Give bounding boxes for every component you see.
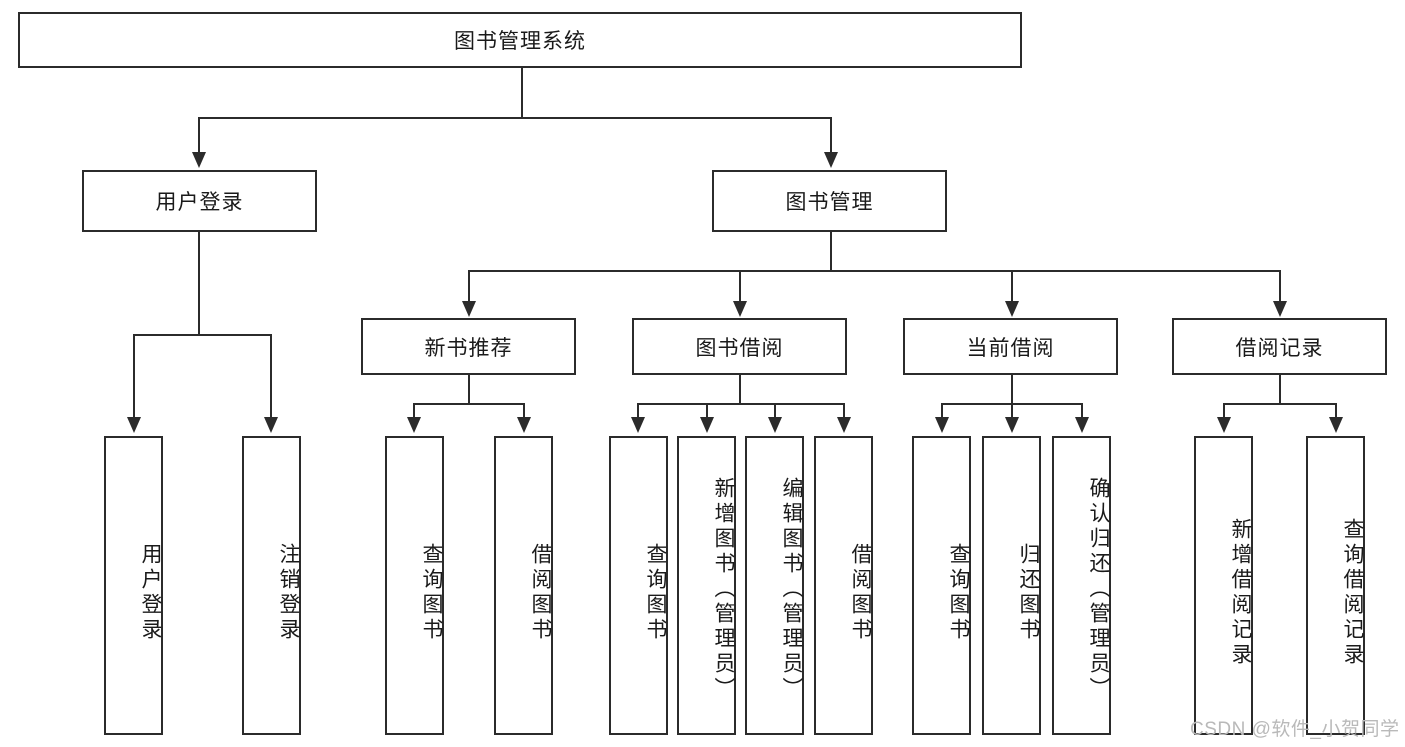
edge-borrow-leaf2 xyxy=(706,403,708,419)
leaf-recommend-query-book[interactable]: 查询图书 xyxy=(385,436,444,735)
node-book-management[interactable]: 图书管理 xyxy=(712,170,947,232)
arrow-record-leaf1 xyxy=(1217,417,1231,433)
edge-book-mgmt-c4 xyxy=(1279,270,1281,303)
leaf-borrow-query-book[interactable]: 查询图书 xyxy=(609,436,668,735)
edge-recommend-stem xyxy=(468,375,470,404)
arrow-borrow-leaf1 xyxy=(631,417,645,433)
edge-current-leaf2 xyxy=(1011,403,1013,419)
edge-borrow-stem xyxy=(739,375,741,404)
edge-record-leaf1 xyxy=(1223,403,1225,419)
edge-current-leaf3 xyxy=(1081,403,1083,419)
node-book-borrow[interactable]: 图书借阅 xyxy=(632,318,847,375)
edge-root-stem xyxy=(521,68,523,118)
leaf-current-return-book[interactable]: 归还图书 xyxy=(982,436,1041,735)
arrow-borrow-leaf2 xyxy=(700,417,714,433)
edge-book-mgmt-stem xyxy=(830,232,832,272)
edge-root-bus xyxy=(198,117,832,119)
arrow-book-mgmt-c3 xyxy=(1005,301,1019,317)
arrow-book-mgmt-c1 xyxy=(462,301,476,317)
leaf-current-query-book[interactable]: 查询图书 xyxy=(912,436,971,735)
arrow-current-leaf2 xyxy=(1005,417,1019,433)
edge-user-login-bus xyxy=(133,334,270,336)
arrow-recommend-leaf2 xyxy=(517,417,531,433)
edge-user-login-leaf2 xyxy=(270,334,272,419)
edge-record-stem xyxy=(1279,375,1281,404)
leaf-record-add-record[interactable]: 新增借阅记录 xyxy=(1194,436,1253,735)
edge-current-stem xyxy=(1011,375,1013,404)
csdn-watermark: CSDN @软件_小贺同学 xyxy=(1190,719,1400,740)
leaf-recommend-borrow-book[interactable]: 借阅图书 xyxy=(494,436,553,735)
edge-root-to-user-login xyxy=(198,117,200,154)
arrow-book-mgmt-c4 xyxy=(1273,301,1287,317)
node-new-book-recommend[interactable]: 新书推荐 xyxy=(361,318,576,375)
arrow-borrow-leaf4 xyxy=(837,417,851,433)
edge-book-mgmt-c3 xyxy=(1011,270,1013,303)
arrow-record-leaf2 xyxy=(1329,417,1343,433)
edge-borrow-bus xyxy=(637,403,845,405)
leaf-borrow-borrow-book[interactable]: 借阅图书 xyxy=(814,436,873,735)
arrow-book-mgmt-c2 xyxy=(733,301,747,317)
leaf-record-query-record[interactable]: 查询借阅记录 xyxy=(1306,436,1365,735)
edge-current-leaf1 xyxy=(941,403,943,419)
leaf-user-login-login[interactable]: 用户登录 xyxy=(104,436,163,735)
node-borrow-record[interactable]: 借阅记录 xyxy=(1172,318,1387,375)
node-root-system[interactable]: 图书管理系统 xyxy=(18,12,1022,68)
edge-recommend-leaf1 xyxy=(413,403,415,419)
leaf-borrow-edit-book-admin[interactable]: 编辑图书（管理员） xyxy=(745,436,804,735)
arrow-user-login-leaf1 xyxy=(127,417,141,433)
leaf-current-confirm-return-admin[interactable]: 确认归还（管理员） xyxy=(1052,436,1111,735)
edge-record-leaf2 xyxy=(1335,403,1337,419)
edge-user-login-leaf1 xyxy=(133,334,135,419)
arrow-to-book-mgmt xyxy=(824,152,838,168)
node-current-borrow[interactable]: 当前借阅 xyxy=(903,318,1118,375)
arrow-to-user-login xyxy=(192,152,206,168)
node-user-login[interactable]: 用户登录 xyxy=(82,170,317,232)
arrow-user-login-leaf2 xyxy=(264,417,278,433)
edge-book-mgmt-c1 xyxy=(468,270,470,303)
edge-record-bus xyxy=(1223,403,1337,405)
leaf-borrow-add-book-admin[interactable]: 新增图书（管理员） xyxy=(677,436,736,735)
edge-borrow-leaf3 xyxy=(774,403,776,419)
edge-root-to-book-mgmt xyxy=(830,117,832,154)
arrow-current-leaf3 xyxy=(1075,417,1089,433)
arrow-borrow-leaf3 xyxy=(768,417,782,433)
edge-borrow-leaf1 xyxy=(637,403,639,419)
edge-recommend-bus xyxy=(413,403,525,405)
arrow-recommend-leaf1 xyxy=(407,417,421,433)
arrow-current-leaf1 xyxy=(935,417,949,433)
leaf-user-login-logout[interactable]: 注销登录 xyxy=(242,436,301,735)
edge-user-login-stem xyxy=(198,232,200,335)
edge-borrow-leaf4 xyxy=(843,403,845,419)
edge-book-mgmt-c2 xyxy=(739,270,741,303)
edge-recommend-leaf2 xyxy=(523,403,525,419)
edge-book-mgmt-bus xyxy=(468,270,1280,272)
